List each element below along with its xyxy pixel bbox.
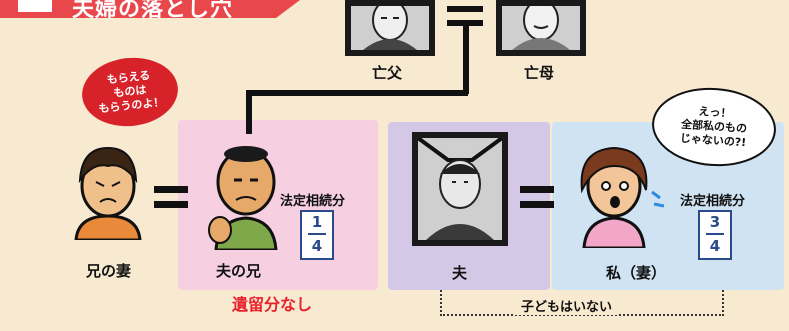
fraction-bar [308,233,326,235]
brother-share-denominator: 4 [311,237,323,255]
wife-figure-icon [580,146,665,248]
father-face-icon [363,6,417,50]
brother-wife-label: 兄の妻 [86,262,132,280]
no-reserved-share-note: 遺留分なし [232,295,313,314]
no-children-note: 子どもはいない [515,296,619,315]
brother-share-label: 法定相続分 [280,194,346,209]
tree-branch-line [246,90,468,96]
fraction-bar [706,233,724,235]
wife-label: 私（妻） [606,264,667,282]
mother-label: 亡母 [524,64,555,82]
brother-figure-icon [208,146,278,250]
tree-trunk-line [463,20,469,94]
header-banner [0,0,300,18]
tree-brother-line [246,90,252,134]
wife-share-denominator: 4 [709,237,721,255]
father-portrait [345,0,435,56]
no-children-bracket [440,290,724,316]
couple-equals [520,186,554,210]
brother-label: 夫の兄 [216,262,262,280]
brother-couple-equals [154,186,188,210]
wife-share-fraction: 3 4 [698,210,732,260]
husband-label: 夫 [452,264,468,282]
brother-wife-speech-bubble: もらえる ものは もらうのよ！ [78,53,182,131]
banner-number-box [18,0,52,12]
brother-wife-figure-icon [74,146,142,240]
parents-equals-top [447,6,483,12]
father-label: 亡父 [372,64,403,82]
wife-share-numerator: 3 [709,213,721,231]
mother-face-icon [512,6,570,50]
husband-face-icon [418,138,502,240]
wife-share-label: 法定相続分 [680,194,746,209]
brother-share-numerator: 1 [311,213,323,231]
brother-share-fraction: 1 4 [300,210,334,260]
banner-title: 夫婦の落とし穴 [72,0,234,22]
husband-portrait [412,132,508,246]
brother-panel [178,120,378,290]
mother-portrait [496,0,586,56]
